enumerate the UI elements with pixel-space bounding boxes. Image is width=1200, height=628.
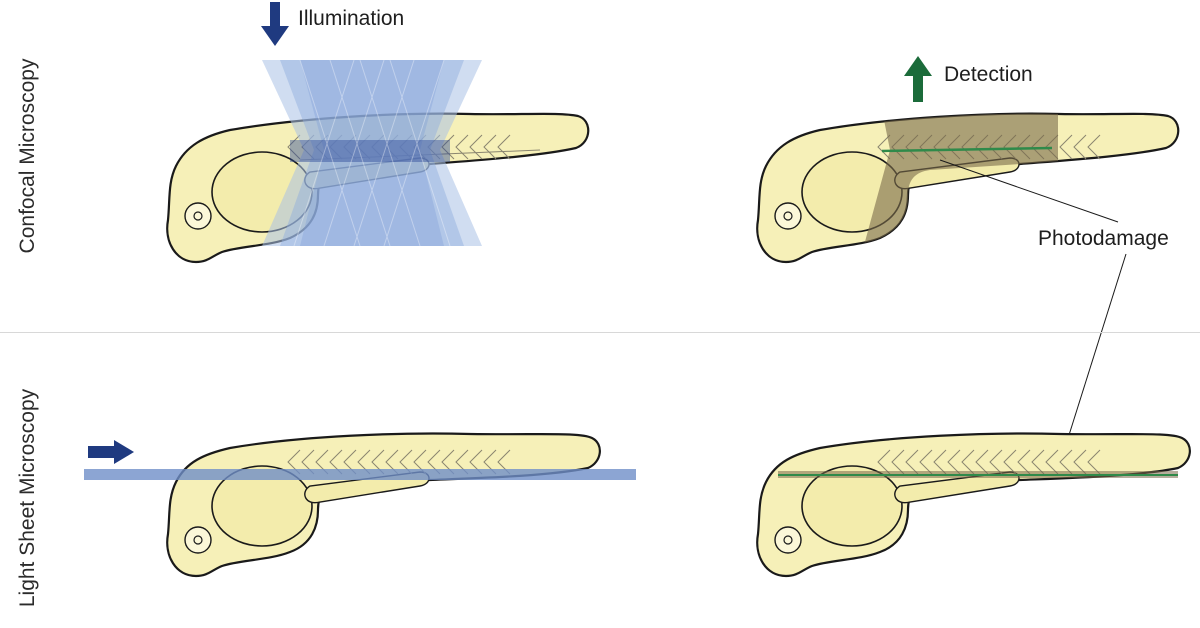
confocal-illumination-cone: [262, 59, 482, 247]
illumination-arrow-icon: [261, 2, 289, 46]
photodamage-leader-top: [939, 159, 1119, 223]
illumination-label: Illumination: [298, 7, 405, 30]
embryo-lightsheet-illumination: [166, 432, 601, 578]
row-label-confocal: Confocal Microscopy: [16, 58, 39, 254]
row-label-light-sheet: Light Sheet Microscopy: [16, 388, 39, 608]
confocal-detection-line: [881, 146, 1053, 153]
photodamage-label: Photodamage: [1038, 227, 1169, 250]
row-divider: [0, 332, 1200, 333]
light-sheet-arrow-icon: [88, 440, 134, 464]
embryo-lightsheet-detection: [756, 432, 1191, 578]
light-sheet-beam: [84, 469, 636, 480]
detection-label: Detection: [944, 63, 1033, 86]
detection-arrow-icon: [904, 56, 932, 102]
